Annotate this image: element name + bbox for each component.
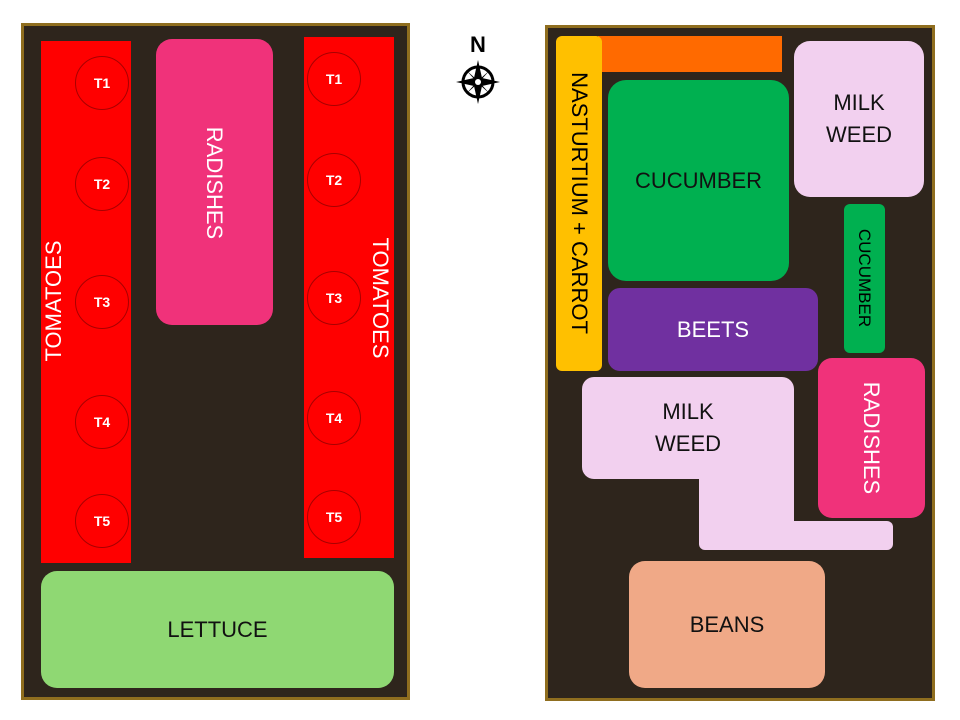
milkweed-bottom-extension-horizontal <box>790 521 893 550</box>
radishes-right-label: RADISHES <box>859 381 884 495</box>
beans-plot: BEANS <box>629 561 825 688</box>
tomato-plant: T3 <box>75 275 129 329</box>
tomato-plant: T4 <box>307 391 361 445</box>
tomato-plant: T2 <box>75 157 129 211</box>
compass-north-label: N <box>470 32 486 57</box>
cucumber-small-label: CUCUMBER <box>855 228 874 328</box>
beets-label: BEETS <box>676 316 750 342</box>
beans-label: BEANS <box>689 611 765 637</box>
milkweed-top-label: MILK WEED <box>826 90 892 147</box>
lettuce-label: LETTUCE <box>167 616 268 642</box>
cucumber-small-row <box>844 204 885 353</box>
tomatoes-left-label: TOMATOES <box>41 240 66 362</box>
tomato-plant: T4 <box>75 395 129 449</box>
tomato-plant: T2 <box>307 153 361 207</box>
cucumber-large-plot: CUCUMBER <box>608 80 789 281</box>
tomato-plant: T5 <box>307 490 361 544</box>
milkweed-bottom-label: MILK WEED <box>655 399 721 456</box>
tomatoes-right-label: TOMATOES <box>368 237 393 359</box>
radishes-left-plot <box>156 39 273 325</box>
beets-plot: BEETS <box>608 288 818 371</box>
compass: N <box>452 32 504 108</box>
orange-strip <box>598 36 782 72</box>
tomato-plant: T1 <box>307 52 361 106</box>
lettuce-plot: LETTUCE <box>41 571 394 688</box>
tomato-plant: T3 <box>307 271 361 325</box>
milkweed-bottom-extension-vertical <box>699 470 794 550</box>
radishes-right-plot <box>818 358 925 518</box>
radishes-left-label: RADISHES <box>202 126 227 240</box>
tomato-plant: T5 <box>75 494 129 548</box>
cucumber-large-label: CUCUMBER <box>634 167 763 193</box>
milkweed-bottom-plot: MILK WEED <box>582 377 794 479</box>
nasturtium-carrot-label: NASTURTIUM + CARROT <box>567 72 592 334</box>
milkweed-top-plot: MILK WEED <box>794 41 924 197</box>
nasturtium-carrot-row <box>556 36 602 371</box>
tomato-plant: T1 <box>75 56 129 110</box>
compass-rose-icon <box>456 60 500 104</box>
